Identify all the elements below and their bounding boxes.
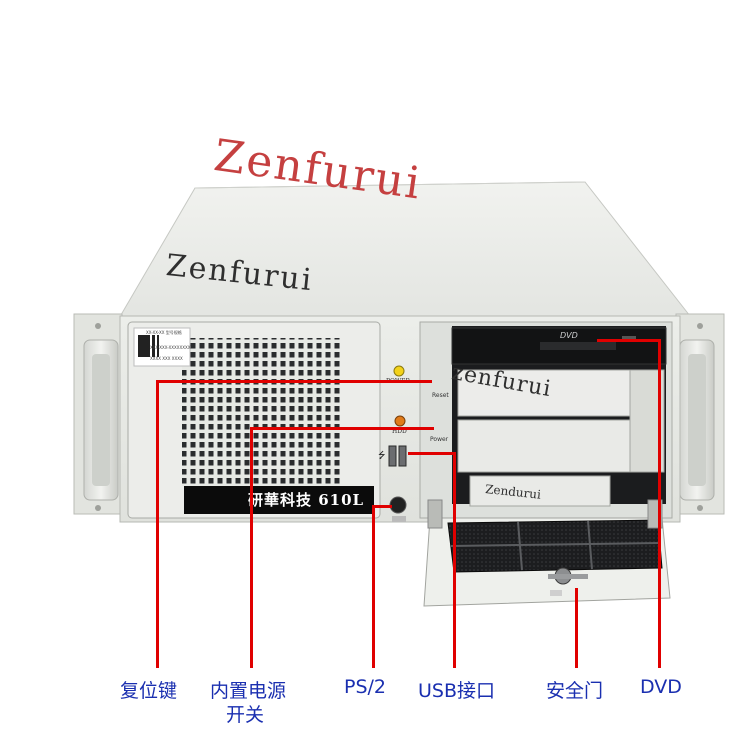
leader-ps2-h — [372, 505, 392, 508]
bay-cover-1 — [457, 369, 631, 417]
leader-reset-h — [156, 380, 432, 383]
leader-power-v — [250, 427, 253, 668]
usb-port-2 — [398, 445, 407, 467]
reset-label: Reset — [432, 392, 449, 399]
leader-usb-v — [453, 452, 456, 668]
leader-dvd-h — [597, 339, 661, 342]
leader-ps2-v — [372, 505, 375, 668]
callout-power-switch-line2: 开关 — [226, 704, 265, 726]
model-plate — [184, 486, 374, 514]
usb-port-1 — [388, 445, 397, 467]
callout-usb: USB接口 — [418, 680, 496, 702]
model-label: 研華科技 610L — [248, 491, 365, 509]
callout-ps2: PS/2 — [344, 676, 387, 698]
bay-cover-3 — [469, 475, 611, 507]
leader-reset-v — [156, 380, 159, 668]
sticker-line-3: XXXX XXX XXXX — [150, 356, 183, 361]
dvd-logo: DVD — [560, 331, 578, 340]
callout-dvd: DVD — [640, 676, 682, 698]
hdd-led-label: HDD — [392, 428, 407, 435]
usb-symbol: ⭍ — [378, 451, 386, 461]
vent-grille — [182, 338, 340, 486]
power-led — [393, 365, 405, 377]
keyboard-icon-plate — [392, 516, 406, 522]
leader-dvd-v — [658, 339, 661, 668]
hdd-led — [394, 415, 406, 427]
leader-door-v — [575, 588, 578, 668]
leader-usb-h — [408, 452, 456, 455]
sticker-line-1: XX-XX-XX 型号规格 — [146, 330, 182, 335]
callout-security-door: 安全门 — [546, 680, 604, 702]
callout-power-switch-line1: 内置电源 — [210, 680, 287, 702]
leader-power-h — [250, 427, 434, 430]
callout-reset: 复位键 — [120, 680, 178, 702]
ps2-port — [389, 496, 407, 514]
sticker-line-2: XXX-XXX-XXXXXXXX — [150, 345, 191, 350]
bay-cover-2 — [457, 419, 631, 473]
door-hinge-left — [427, 499, 443, 529]
power-button-label: Power — [430, 436, 449, 443]
